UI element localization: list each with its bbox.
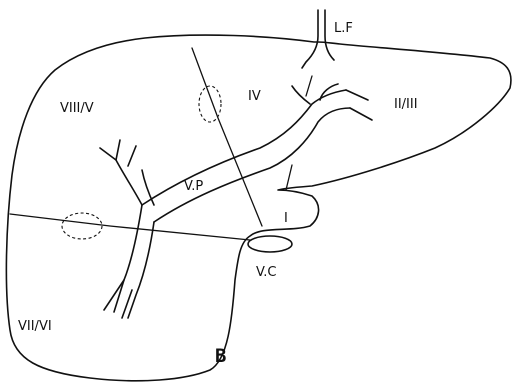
- boundary-horizontal: [10, 214, 250, 240]
- falciform-ligament-left: [302, 10, 318, 68]
- label-segment-i: I: [284, 211, 288, 226]
- right-portal-branch-v5: [116, 140, 120, 160]
- portal-branch-tip-b: [350, 108, 372, 120]
- posterior-branch-right-edge: [128, 222, 154, 318]
- vena-cava: [248, 236, 292, 252]
- right-portal-inner: [142, 170, 154, 205]
- portal-vein-lower-edge: [154, 108, 350, 222]
- falciform-ligament-right: [325, 10, 334, 60]
- label-vc: V.C: [256, 265, 276, 280]
- right-portal-upper: [100, 148, 142, 205]
- portal-branch-tip-a: [346, 90, 368, 100]
- boundary-caudate: [286, 165, 292, 190]
- portal-branch-upper-a: [292, 86, 310, 104]
- right-portal-branch-v5b: [128, 146, 136, 166]
- label-segment-iv: IV: [248, 89, 261, 104]
- dashed-circle-iv: [199, 86, 221, 122]
- portal-vein-upper-edge: [142, 90, 346, 205]
- dashed-circle-vii: [62, 213, 102, 239]
- label-segment-viii-v: VIII/V: [60, 101, 94, 116]
- boundary-left-median: [306, 76, 312, 96]
- panel-label: B: [215, 345, 226, 367]
- label-lf: L.F: [334, 21, 353, 36]
- label-segment-ii-iii: II/III: [394, 97, 418, 112]
- label-vp: V.P: [184, 179, 203, 194]
- boundary-right-median: [192, 48, 262, 226]
- liver-outline: [6, 35, 511, 381]
- label-segment-vii-vi: VII/VI: [18, 319, 52, 334]
